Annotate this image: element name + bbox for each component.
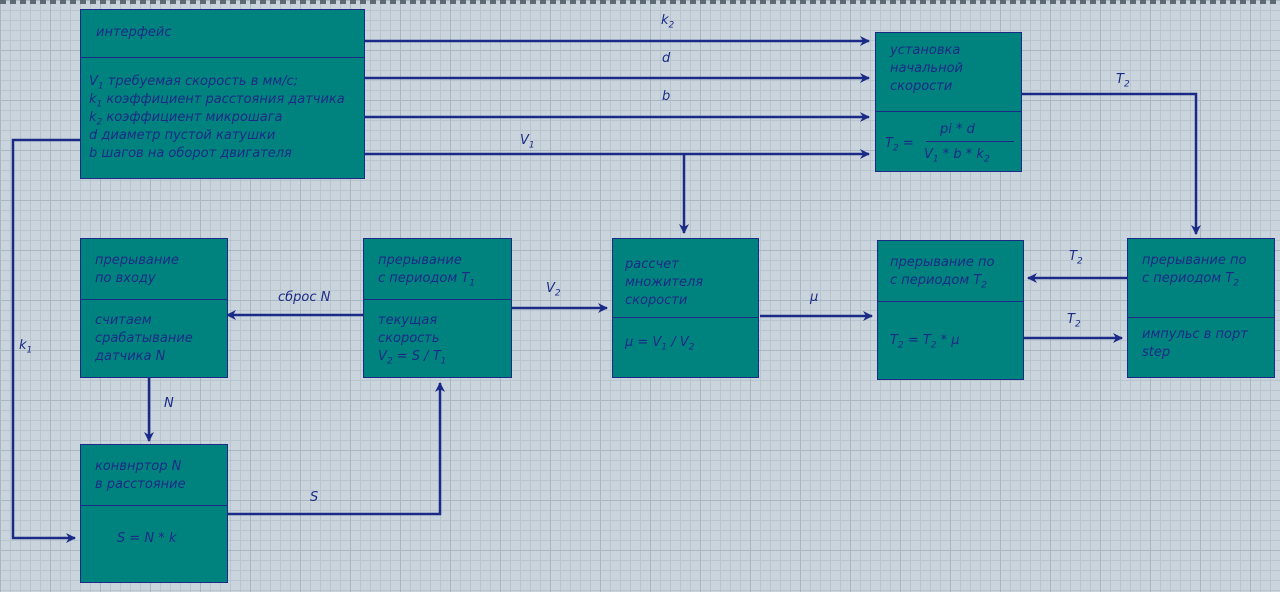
label-n: N (164, 396, 174, 411)
initial-speed-separator (876, 111, 1021, 112)
arrow-s (228, 382, 445, 516)
label-k1: k1 (19, 338, 33, 356)
label-b: b (662, 89, 671, 104)
interface-box: интерфейс V1 требуемая скорость в мм/с; … (80, 9, 365, 179)
arrow-k1 (11, 138, 80, 543)
input-interrupt-body-1: считаем (95, 313, 152, 328)
period-interrupt-t2-formula: T2 = T2 * μ (890, 333, 960, 351)
interface-line-1: V1 требуемая скорость в мм/с; (89, 74, 299, 92)
initial-speed-title-3: скорости (890, 79, 953, 94)
converter-separator (81, 505, 227, 506)
label-v1: V1 (520, 133, 535, 151)
label-t2-top: T2 (1116, 72, 1130, 90)
converter-box: конвнртор N в расстояние S = N * k (80, 444, 228, 583)
period-interrupt-t2-title-1: прерывание по (890, 255, 995, 270)
interface-line-3: k2 коэффициент микрошага (89, 110, 283, 128)
period-interrupt-t1-box: прерывание с периодом T1 текущая скорост… (363, 238, 512, 378)
speed-multiplier-separator (613, 317, 758, 318)
initial-speed-box: установка начальной скорости T2 = pi * d… (875, 32, 1022, 172)
input-interrupt-body-2: срабатывание (95, 331, 193, 346)
label-v2: V2 (546, 281, 561, 299)
period-interrupt-t1-body-2: скорость (378, 331, 440, 346)
input-interrupt-title-2: по входу (95, 271, 156, 286)
period-interrupt-t2-separator (878, 301, 1023, 302)
period-interrupt-t1-title-1: прерывание (378, 253, 462, 268)
input-interrupt-box: прерывание по входу считаем срабатывание… (80, 238, 228, 378)
period-interrupt-t1-title-2: с периодом T1 (378, 271, 475, 289)
step-pulse-box: прерывание по с периодом T2 импульс в по… (1127, 238, 1275, 378)
label-d: d (662, 51, 671, 66)
top-dashed-border (0, 0, 1280, 4)
input-interrupt-body-3: датчика N (95, 349, 166, 364)
interface-title: интерфейс (96, 25, 172, 40)
initial-speed-title-1: установка (890, 43, 961, 58)
fraction-bar (926, 141, 1014, 142)
step-pulse-body-1: импульс в порт (1142, 327, 1248, 342)
interface-line-2: k1 коэффициент расстояния датчика (89, 92, 345, 110)
label-s: S (310, 490, 319, 505)
step-pulse-body-2: step (1142, 345, 1171, 360)
label-reset-n: сброс N (278, 290, 331, 305)
period-interrupt-t2-title-2: с периодом T2 (890, 273, 987, 291)
label-mu: μ (810, 290, 819, 305)
interface-separator (81, 57, 364, 58)
converter-formula: S = N * k (117, 531, 177, 546)
speed-multiplier-title-3: скорости (625, 293, 688, 308)
speed-multiplier-title-1: рассчет (625, 257, 679, 272)
input-interrupt-title-1: прерывание (95, 253, 179, 268)
initial-speed-formula-lhs: T2 = (885, 136, 914, 154)
converter-title-2: в расстояние (95, 477, 186, 492)
speed-multiplier-formula: μ = V1 / V2 (625, 335, 695, 353)
arrow-t2-top (1022, 92, 1201, 235)
label-t2-right: T2 (1067, 312, 1081, 330)
converter-title-1: конвнртор N (95, 459, 182, 474)
input-interrupt-separator (81, 299, 227, 300)
initial-speed-title-2: начальной (890, 61, 963, 76)
step-pulse-title-2: с периодом T2 (1142, 271, 1239, 289)
label-t2-left: T2 (1069, 249, 1083, 267)
label-k2: k2 (661, 13, 675, 31)
period-interrupt-t1-separator (364, 299, 511, 300)
step-pulse-title-1: прерывание по (1142, 253, 1247, 268)
period-interrupt-t1-body-3: V2 = S / T1 (378, 349, 447, 367)
speed-multiplier-title-2: множителя (625, 275, 704, 290)
speed-multiplier-box: рассчет множителя скорости μ = V1 / V2 (612, 238, 759, 378)
interface-line-5: b шагов на оборот двигателя (89, 146, 292, 161)
step-pulse-separator (1128, 317, 1274, 318)
interface-line-4: d диаметр пустой катушки (89, 128, 276, 143)
initial-speed-formula-denominator: V1 * b * k2 (924, 147, 990, 165)
initial-speed-formula-numerator: pi * d (940, 122, 975, 137)
period-interrupt-t2-box: прерывание по с периодом T2 T2 = T2 * μ (877, 240, 1024, 380)
period-interrupt-t1-body-1: текущая (378, 313, 438, 328)
